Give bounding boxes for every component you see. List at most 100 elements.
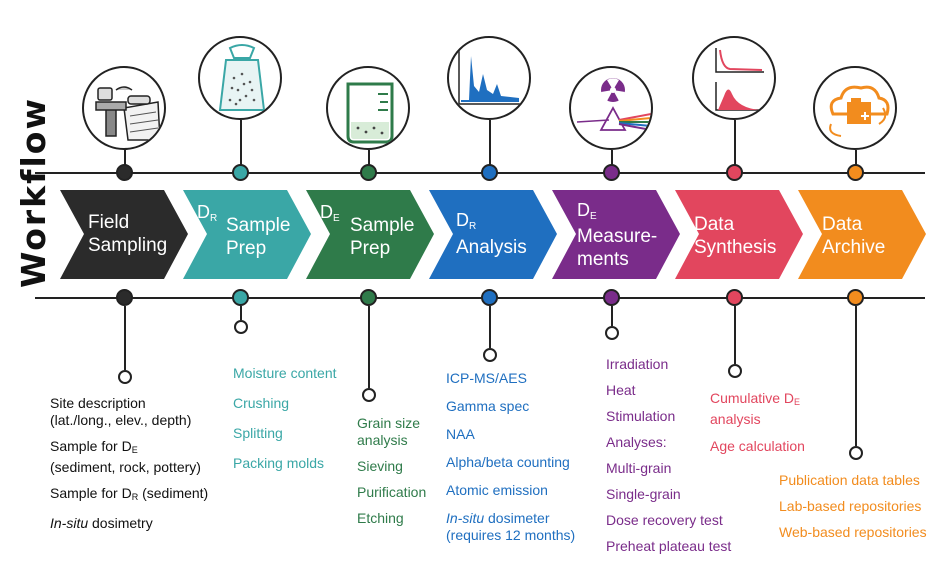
list-item: Web-based repositories — [779, 524, 927, 540]
list-item: Alpha/beta counting — [446, 454, 570, 470]
distribution-plot-icon — [692, 36, 776, 120]
list-item: Sample for DR (sediment) — [50, 485, 208, 506]
list-item: Site description — [50, 395, 146, 411]
icon-connector — [124, 150, 126, 172]
list-item: Age calculation — [710, 438, 805, 454]
detail-node — [362, 388, 376, 402]
list-item: analysis — [710, 411, 761, 427]
item-text: (sediment) — [138, 485, 209, 501]
prefix-letter: D — [577, 200, 590, 220]
step-dot-de-measure — [603, 164, 620, 181]
detail-dot-dr-analysis — [481, 289, 498, 306]
list-item: Crushing — [233, 395, 290, 411]
radiation-prism-icon — [569, 66, 653, 150]
detail-dot-archive — [847, 289, 864, 306]
item-italic: In-situ — [446, 510, 485, 526]
list-item: In-situ dosimetry — [50, 515, 208, 532]
step-label-dr-analysis: Analysis — [456, 236, 527, 259]
icon-connector — [734, 120, 736, 172]
step-de-measure — [552, 190, 680, 279]
spectrum-icon — [447, 36, 531, 120]
list-item: Grain size — [357, 415, 421, 431]
de-prep-detail-list: Grain size analysis Sieving Purification… — [357, 415, 426, 527]
cloud-archive-icon — [813, 66, 897, 150]
item-subscript: E — [131, 445, 138, 455]
list-item: Publication data tables — [779, 472, 920, 488]
step-label-line: Field — [88, 212, 130, 233]
detail-connector — [489, 306, 491, 348]
step-archive — [798, 190, 926, 279]
list-item: Stimulation — [606, 408, 676, 424]
step-dot-synthesis — [726, 164, 743, 181]
detail-connector — [734, 306, 736, 364]
list-item: Dose recovery test — [606, 512, 723, 528]
list-item: Etching — [357, 510, 404, 526]
step-dot-de-prep — [360, 164, 377, 181]
list-item: Moisture content — [233, 365, 337, 381]
detail-dot-dr-prep — [232, 289, 249, 306]
detail-connector — [368, 306, 370, 388]
detail-node — [849, 446, 863, 460]
step-label-line: Data — [694, 214, 735, 235]
dr-prep-detail-list: Moisture content Crushing Splitting Pack… — [233, 365, 337, 472]
field-detail-list: Site description (lat./long., elev., dep… — [50, 395, 208, 532]
archive-detail-list: Publication data tables Lab-based reposi… — [779, 472, 927, 541]
list-item: Multi-grain — [606, 460, 672, 476]
list-item: Cumulative DE — [710, 390, 805, 411]
list-item: Irradiation — [606, 356, 669, 372]
step-synthesis — [675, 190, 803, 279]
dr-analysis-detail-list: ICP-MS/AES Gamma spec NAA Alpha/beta cou… — [446, 370, 575, 544]
step-label-line: Prep — [350, 238, 391, 259]
item-italic: In-situ — [50, 515, 89, 531]
icon-connector — [368, 150, 370, 172]
prefix-letter: D — [320, 202, 333, 222]
de-measure-detail-list: Irradiation Heat Stimulation Analyses: M… — [606, 356, 731, 555]
detail-connector — [855, 306, 857, 446]
step-label-field: Field Sampling — [88, 211, 167, 257]
workflow-title: Workflow — [14, 97, 53, 288]
step-prefix-de-measure: DE — [577, 200, 597, 222]
step-dot-dr-prep — [232, 164, 249, 181]
step-field — [60, 190, 188, 279]
list-item: Gamma spec — [446, 398, 530, 414]
detail-node — [118, 370, 132, 384]
item-text: Sample for D — [50, 485, 132, 501]
detail-dot-de-prep — [360, 289, 377, 306]
step-label-archive: Data Archive — [822, 213, 885, 259]
step-label-de-measure: Measure- ments — [577, 225, 657, 271]
synthesis-detail-list: Cumulative DE analysis Age calculation — [710, 390, 805, 455]
step-prefix-dr-analysis: DR — [456, 210, 476, 232]
detail-connector — [240, 306, 242, 320]
step-label-line: Sample — [350, 215, 415, 236]
list-item: (lat./long., elev., depth) — [50, 412, 192, 428]
list-item: Heat — [606, 382, 636, 398]
step-label-line: Data — [822, 214, 863, 235]
list-item: NAA — [446, 426, 475, 442]
step-label-line: Sample — [226, 215, 291, 236]
detail-node — [483, 348, 497, 362]
list-item: Lab-based repositories — [779, 498, 922, 514]
list-item: (requires 12 months) — [446, 527, 576, 543]
icon-connector — [240, 120, 242, 172]
step-de-prep — [306, 190, 434, 279]
step-dr-prep — [183, 190, 311, 279]
step-label-line: Synthesis — [694, 237, 777, 258]
detail-dot-synthesis — [726, 289, 743, 306]
timeline-top — [35, 172, 925, 174]
step-label-synthesis: Data Synthesis — [694, 213, 776, 259]
list-item: Atomic emission — [446, 482, 548, 498]
step-dot-field — [116, 164, 133, 181]
list-item: Sieving — [357, 458, 403, 474]
detail-dot-field — [116, 289, 133, 306]
list-item: ICP-MS/AES — [446, 370, 527, 386]
step-label-dr-prep: Sample Prep — [226, 214, 290, 260]
detail-node — [605, 326, 619, 340]
step-label-line: ments — [577, 249, 629, 270]
list-item: Splitting — [233, 425, 283, 441]
prefix-subscript: E — [590, 211, 597, 222]
tools-core-icon — [82, 66, 166, 150]
icon-connector — [611, 150, 613, 172]
detail-node — [728, 364, 742, 378]
item-text: dosimetry — [88, 515, 153, 531]
item-text: Cumulative D — [710, 390, 795, 406]
